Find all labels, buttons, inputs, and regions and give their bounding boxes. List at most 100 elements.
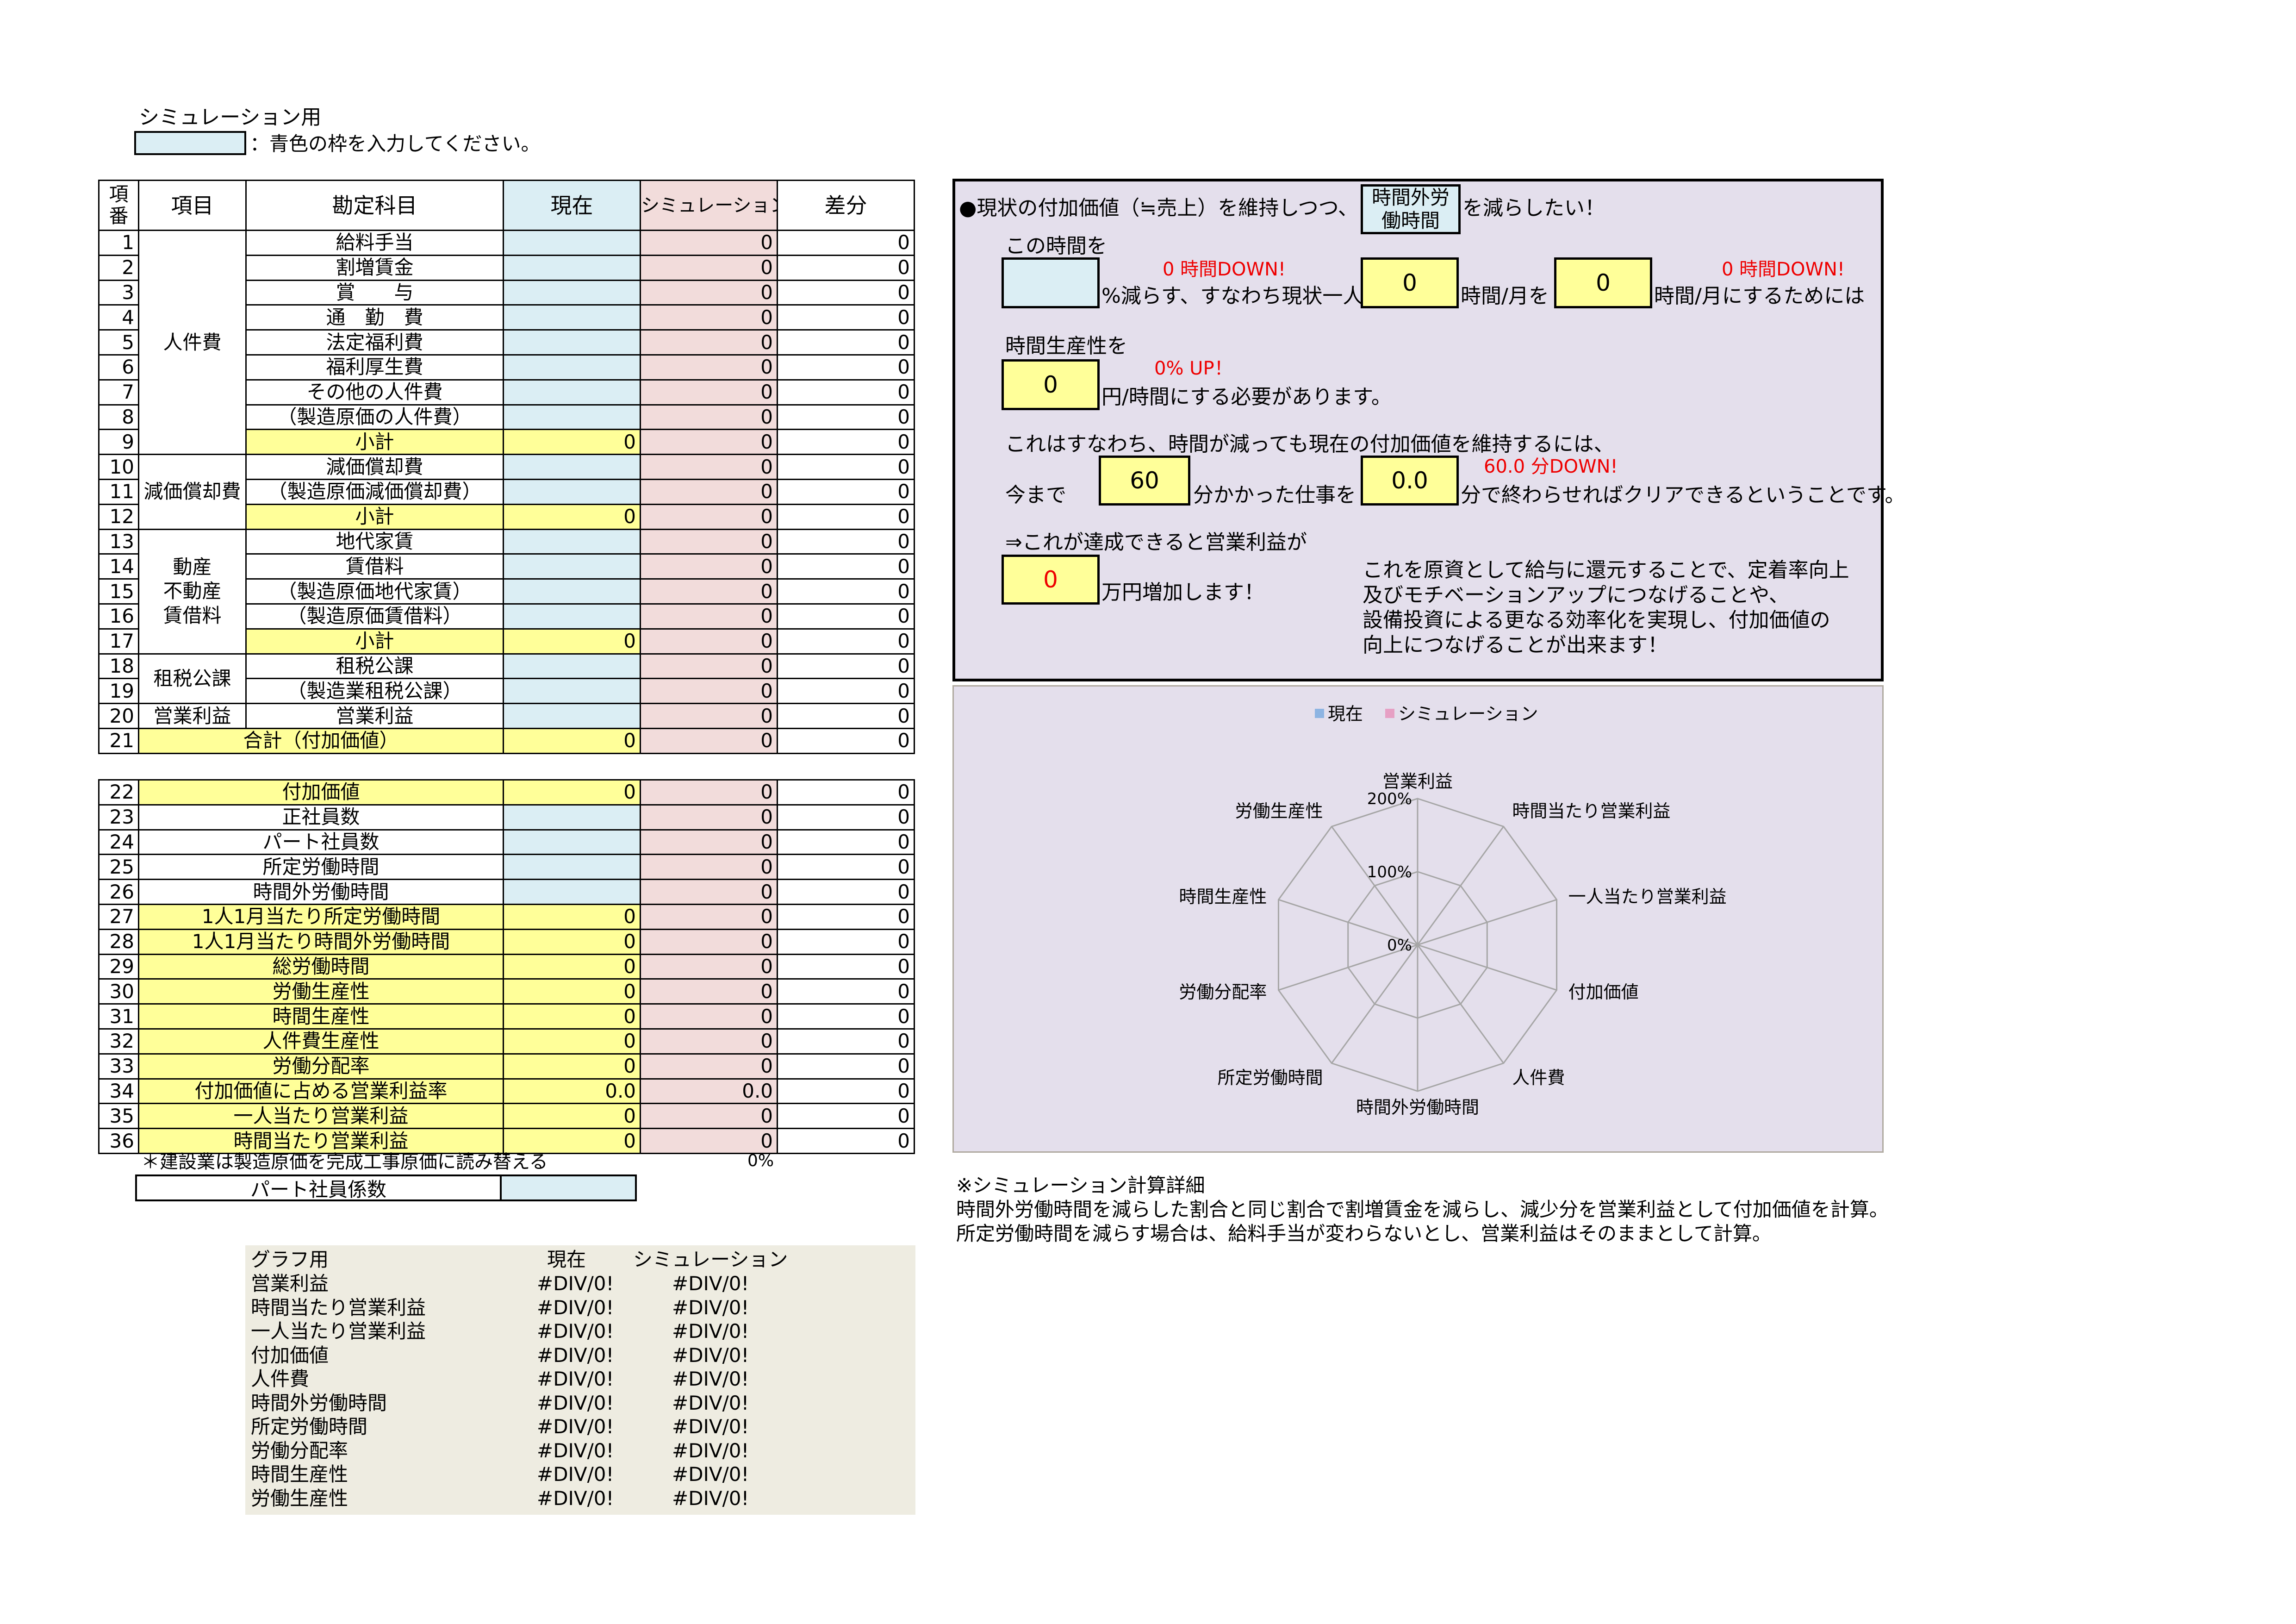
graph-row-sim: #DIV/0! (672, 1439, 749, 1462)
row-no: 13 (98, 528, 139, 555)
radar-axis-label: 一人当たり営業利益 (1568, 887, 1727, 907)
group-label: 人件費 (138, 229, 247, 456)
diff-value: 0 (777, 879, 915, 905)
current-value[interactable] (503, 478, 641, 505)
current-value[interactable] (503, 404, 641, 431)
current-value: 0 (503, 503, 641, 530)
current-value[interactable] (503, 854, 641, 881)
current-value[interactable] (503, 454, 641, 480)
graph-row-label: 人件費 (251, 1368, 310, 1390)
notes-line1: 時間外労働時間を減らした割合と同じ割合で割増賃金を減らし、減少分を営業利益として… (956, 1198, 1889, 1221)
current-value[interactable] (503, 603, 641, 630)
graph-header-current: 現在 (547, 1248, 586, 1271)
indicator-name: 総労働時間 (137, 953, 504, 980)
graph-row-label: 労働生産性 (251, 1487, 348, 1510)
current-value: 0 (503, 978, 641, 1005)
sim-value: 0 (640, 1028, 778, 1055)
radar-axis-label: 付加価値 (1568, 982, 1639, 1002)
row-no: 1 (98, 230, 139, 256)
diff-value: 0 (777, 628, 915, 655)
para-line-4: 向上につなげることが出来ます！ (1363, 633, 1668, 657)
current-value[interactable] (503, 829, 641, 856)
footnote: ＊建設業は製造原価を完成工事原価に読み替える (141, 1151, 548, 1173)
diff-value: 0 (777, 578, 915, 605)
part-coef-input[interactable] (500, 1174, 637, 1201)
current-value[interactable] (503, 653, 641, 680)
sim-value: 0 (640, 628, 778, 655)
legend-blue-box (134, 131, 246, 155)
diff-value: 0 (777, 354, 915, 381)
sim-value: 0 (640, 1053, 778, 1080)
current-value[interactable] (503, 329, 641, 356)
current-value[interactable] (503, 254, 641, 281)
row-no: 30 (98, 978, 139, 1005)
current-value[interactable] (503, 879, 641, 905)
sim-value: 0 (640, 230, 778, 256)
current-value[interactable] (503, 578, 641, 605)
indicator-name: 労働生産性 (137, 978, 504, 1005)
sim-value: 0 (640, 354, 778, 381)
sim-value: 0 (640, 1128, 778, 1154)
overtime-select-box[interactable]: 時間外労働時間 (1361, 184, 1461, 234)
current-hours-box: 0 (1361, 257, 1459, 308)
row-no: 6 (98, 354, 139, 381)
end-text: 時間/月にするためには (1654, 284, 1865, 308)
sim-value: 0 (640, 727, 778, 754)
current-value[interactable] (503, 279, 641, 306)
reduction-pct-input[interactable] (1002, 257, 1100, 308)
row-no: 26 (98, 879, 139, 905)
mid-text: 時間/月を (1461, 284, 1549, 308)
account-name: 福利厚生費 (245, 354, 504, 381)
radar-spoke (1417, 899, 1557, 946)
current-value[interactable] (503, 528, 641, 555)
graph-row-sim: #DIV/0! (672, 1368, 749, 1390)
para-line-3: 設備投資による更なる効率化を実現し、付加価値の (1363, 608, 1830, 632)
current-value: 0 (503, 1128, 641, 1154)
current-value[interactable] (503, 354, 641, 381)
legend-simulation: シミュレーション (1398, 704, 1538, 724)
sim-value: 0 (640, 1103, 778, 1130)
current-value[interactable] (503, 703, 641, 729)
current-value[interactable] (503, 804, 641, 831)
current-value[interactable] (503, 553, 641, 580)
graph-row-current: #DIV/0! (537, 1439, 614, 1462)
sim-value: 0 (640, 854, 778, 881)
radar-spoke (1417, 944, 1504, 1064)
current-value[interactable] (503, 678, 641, 705)
row-no: 33 (98, 1053, 139, 1080)
current-value[interactable] (503, 230, 641, 256)
sim-value: 0 (640, 779, 778, 806)
graph-row-current: #DIV/0! (537, 1463, 614, 1486)
radar-spoke (1417, 944, 1557, 991)
radar-spoke (1331, 944, 1419, 1064)
legend-swatch-sim (1385, 709, 1394, 718)
pct-text: %減らす、すなわち現状一人 (1101, 284, 1363, 308)
radar-tick-label: 200% (1367, 790, 1412, 808)
sim-value: 0 (640, 553, 778, 580)
current-value: 0 (503, 1103, 641, 1130)
diff-value: 0 (777, 1078, 915, 1105)
diff-value: 0 (777, 678, 915, 705)
task-text: 分かかった仕事を (1193, 483, 1356, 507)
account-name: 営業利益 (245, 703, 504, 729)
finish-text: 分で終わらせればクリアできるということです。 (1461, 483, 1905, 507)
increase-text: 万円増加します！ (1101, 581, 1264, 604)
graph-row-current: #DIV/0! (537, 1272, 614, 1295)
graph-row-sim: #DIV/0! (672, 1296, 749, 1319)
sim-value: 0 (640, 879, 778, 905)
current-value[interactable] (503, 304, 641, 331)
account-name: 通 勤 費 (245, 304, 504, 331)
account-name: その他の人件費 (245, 379, 504, 406)
radar-spoke (1278, 899, 1418, 946)
sim-value: 0 (640, 653, 778, 680)
current-value[interactable] (503, 379, 641, 406)
